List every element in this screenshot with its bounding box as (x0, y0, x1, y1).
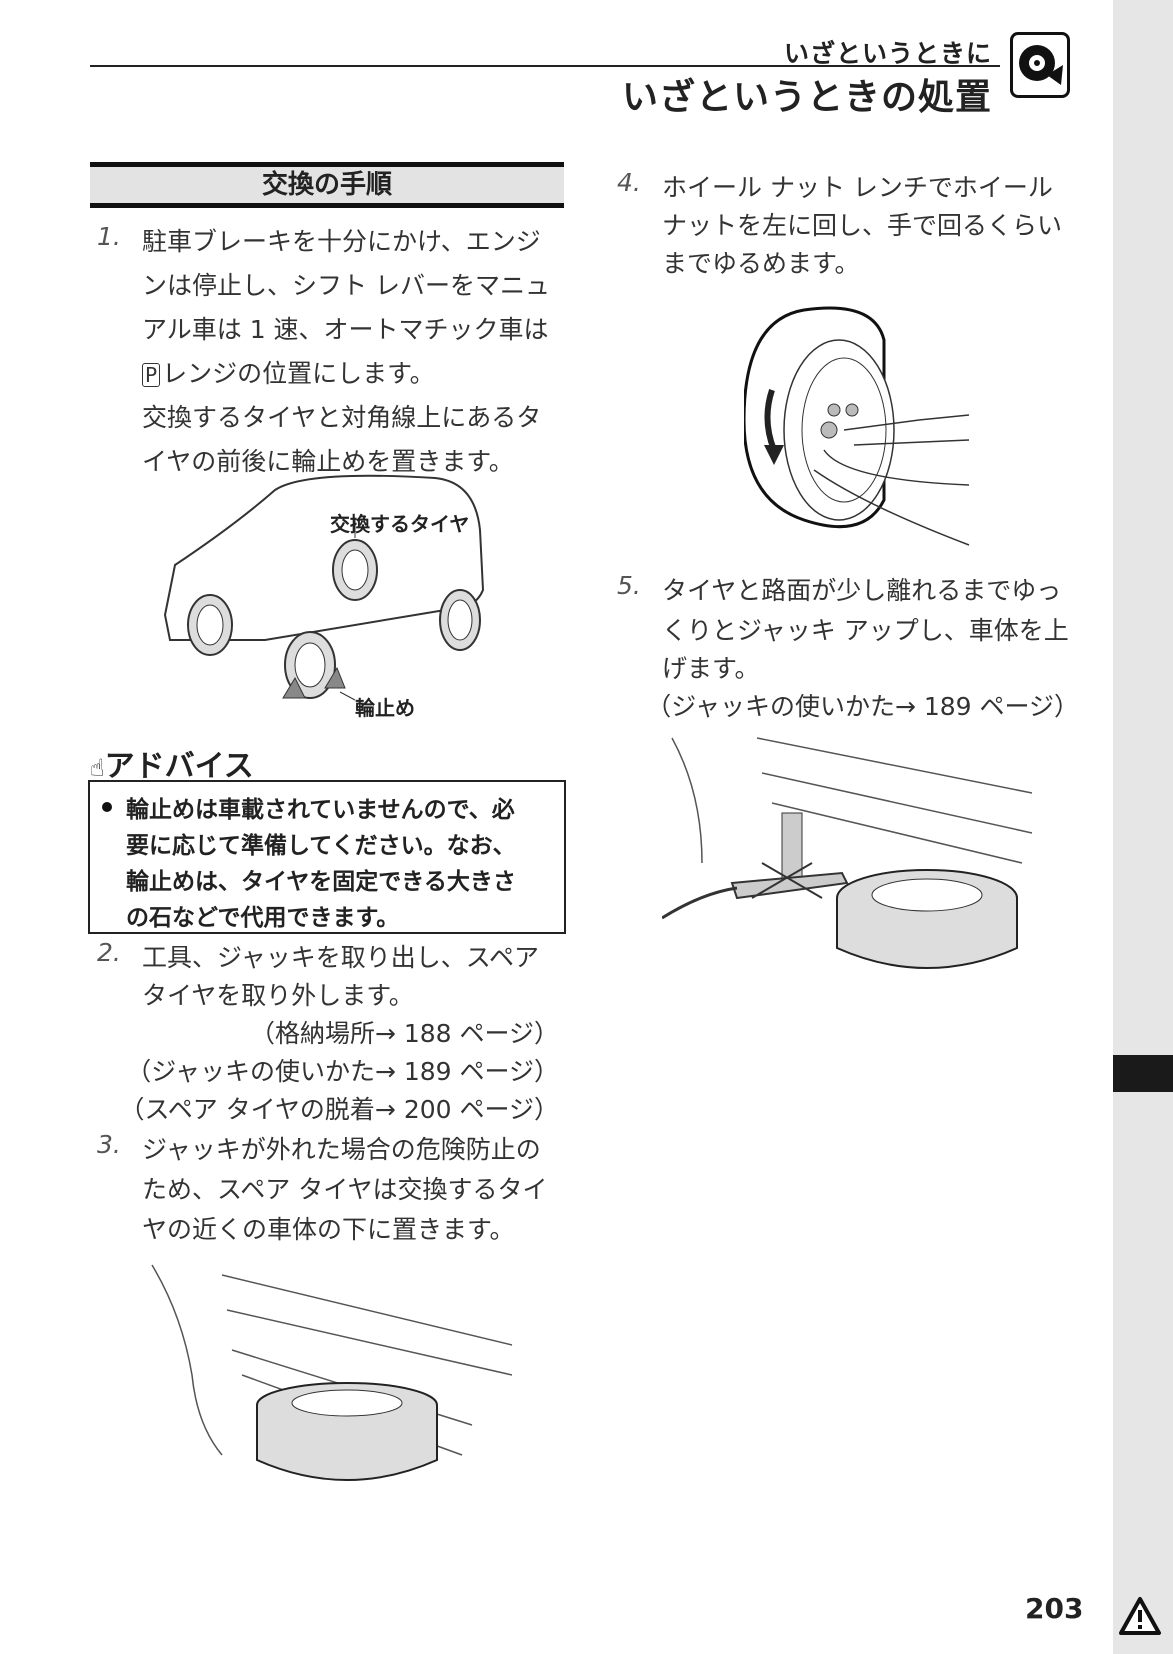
section-heading: 交換の手順 (90, 162, 564, 208)
figure-loosening-wheel-nuts (742, 300, 974, 550)
page-reference[interactable]: （スペア タイヤの脱着→ 200 ページ） (119, 1095, 559, 1124)
step-3: 3. ジャッキが外れた場合の危険防止の ため、スペア タイヤは交換するタイ ヤの… (97, 1130, 567, 1250)
step-number: 1. (97, 222, 121, 251)
step-line: 駐車ブレーキを十分にかけ、エンジ (142, 227, 541, 256)
page-reference[interactable]: （ジャッキの使いかた→ 189 ページ） (646, 692, 1079, 721)
step-line: タイヤを取り外します。 (142, 981, 414, 1010)
step-line: ホイール ナット レンチでホイール (662, 173, 1053, 202)
page-number: 203 (1025, 1592, 1084, 1625)
step-line: 工具、ジャッキを取り出し、スペア (142, 943, 540, 972)
step-line: ジャッキが外れた場合の危険防止の (142, 1135, 541, 1164)
step-line: イヤの前後に輪止めを置きます。 (142, 447, 514, 476)
step-line: ヤの近くの車体の下に置きます。 (142, 1215, 515, 1244)
advice-heading-text: アドバイス (104, 749, 254, 784)
header-rule (90, 65, 1000, 67)
page-reference[interactable]: （格納場所→ 188 ページ） (249, 1019, 559, 1048)
advice-line: 要に応じて準備してください。なお、 (126, 833, 516, 859)
step-line: くりとジャッキ アップし、車体を上 (662, 616, 1069, 645)
advice-line: の石などで代用できます。 (126, 905, 400, 931)
park-position-key: P (142, 363, 161, 387)
pointing-hand-icon: ☝ (90, 754, 105, 782)
step-2: 2. 工具、ジャッキを取り出し、スペア タイヤを取り外します。 （格納場所→ 1… (97, 938, 567, 1128)
warning-triangle-icon (1118, 1596, 1162, 1640)
advice-line: 輪止めは車載されていませんので、必 (126, 797, 515, 823)
step-line: ナットを左に回し、手で回るくらい (662, 211, 1063, 240)
step-number: 2. (97, 938, 121, 967)
page-title: いざというときの処置 (621, 77, 992, 118)
figure-spare-tire-under-car (142, 1255, 522, 1490)
page-reference[interactable]: （ジャッキの使いかた→ 189 ページ） (126, 1057, 559, 1086)
step-number: 3. (97, 1130, 121, 1159)
step-1: 1. 駐車ブレーキを十分にかけ、エンジ ンは停止し、シフト レバーをマニュ アル… (97, 222, 567, 492)
step-line: ため、スペア タイヤは交換するタイ (142, 1175, 548, 1204)
label-wheel-chock: 輪止め (355, 696, 415, 720)
step-line: げます。 (662, 654, 760, 683)
advice-heading: ☝アドバイス (90, 741, 254, 785)
tire-emergency-icon (1010, 32, 1070, 98)
chapter-title: いざというときに (783, 39, 992, 68)
step-line: までゆるめます。 (662, 249, 860, 278)
label-tire-to-replace: 交換するタイヤ (330, 512, 470, 536)
advice-box: 輪止めは車載されていませんので、必 要に応じて準備してください。なお、 輪止めは… (88, 780, 566, 934)
figure-car-wheel-chocks: 交換するタイヤ 輪止め (155, 470, 495, 730)
chapter-index-tab (1113, 1055, 1173, 1092)
step-5: 5. タイヤと路面が少し離れるまでゆっ くりとジャッキ アップし、車体を上 げま… (617, 571, 1087, 731)
advice-line: 輪止めは、タイヤを固定できる大きさ (126, 869, 516, 895)
step-line: アル車は 1 速、オートマチック車は (142, 315, 549, 344)
step-number: 5. (617, 571, 641, 600)
step-line: ンは停止し、シフト レバーをマニュ (142, 271, 550, 300)
step-line: タイヤと路面が少し離れるまでゆっ (662, 576, 1062, 605)
figure-jacking-up-car (661, 733, 1037, 998)
step-line: 交換するタイヤと対角線上にあるタ (142, 403, 542, 432)
bullet-icon (102, 802, 112, 812)
step-4: 4. ホイール ナット レンチでホイール ナットを左に回し、手で回るくらい まで… (617, 168, 1087, 288)
step-number: 4. (617, 168, 641, 197)
step-line-text: レンジの位置にします。 (162, 359, 435, 388)
side-margin-strip (1113, 0, 1173, 1654)
